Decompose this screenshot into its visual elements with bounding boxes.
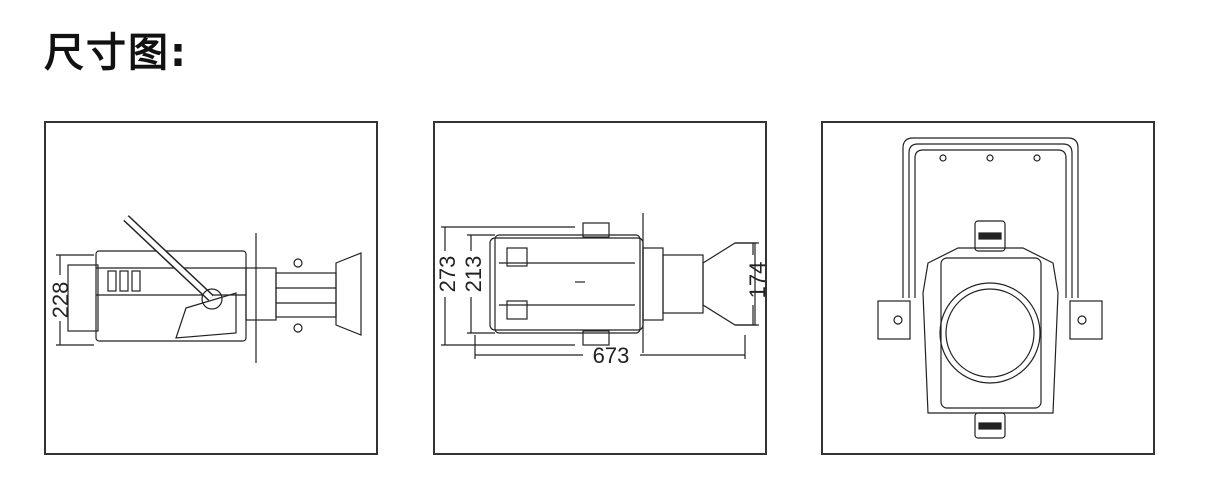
dimension-length: 673 bbox=[593, 343, 630, 368]
top-view-panel: 273 213 174 673 bbox=[433, 121, 769, 455]
front-view-drawing bbox=[877, 137, 1103, 439]
dimension-outer-width: 273 bbox=[435, 256, 460, 293]
page-title: 尺寸图: bbox=[44, 30, 188, 76]
side-view-drawing: 228 bbox=[48, 215, 362, 363]
side-view-panel: 228 bbox=[44, 121, 378, 455]
dimension-height: 228 bbox=[48, 282, 73, 319]
dimension-inner-width: 213 bbox=[461, 256, 486, 293]
top-view-drawing: 273 213 174 673 bbox=[435, 213, 769, 368]
front-view-panel bbox=[821, 121, 1155, 455]
dimension-front-width: 174 bbox=[745, 262, 769, 299]
